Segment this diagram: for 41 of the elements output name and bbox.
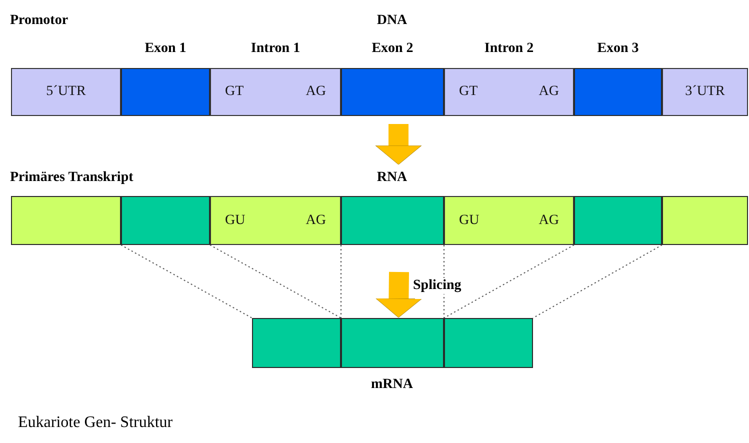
exon-block <box>574 196 662 245</box>
section-label: RNA <box>376 170 408 186</box>
sequence-label: 3´UTR <box>684 84 726 100</box>
block-arrow <box>375 124 422 164</box>
segment-heading: Intron 2 <box>483 41 535 57</box>
utr-block <box>662 196 748 245</box>
sequence-label: GU <box>459 212 480 228</box>
block-arrow <box>376 272 422 318</box>
segment-heading: Exon 3 <box>596 41 640 57</box>
sequence-label: AG <box>306 212 326 228</box>
dotted-line <box>532 244 662 318</box>
sequence-label: AG <box>538 212 559 228</box>
sequence-label: AG <box>306 84 326 100</box>
utr-block <box>11 196 121 245</box>
exon-block <box>341 196 444 245</box>
sequence-label: GT <box>459 84 478 100</box>
dotted-line <box>210 244 342 318</box>
intron-block <box>210 196 341 245</box>
dotted-line <box>444 244 574 318</box>
segment-heading: Intron 1 <box>250 41 302 57</box>
section-label: Promotor <box>10 13 68 29</box>
dotted-line <box>120 244 252 318</box>
mrna-exon-block <box>444 318 533 368</box>
exon-block <box>121 196 210 245</box>
segment-heading: Exon 1 <box>144 41 188 57</box>
sequence-label: AG <box>538 84 559 100</box>
utr-block <box>662 68 748 116</box>
segment-heading: Exon 2 <box>370 41 414 57</box>
edge-label: Splicing <box>411 278 464 294</box>
sequence-label: GU <box>225 212 246 228</box>
dotted-line <box>340 244 342 318</box>
utr-block <box>11 68 121 116</box>
mrna-exon-block <box>341 318 444 368</box>
sequence-label: 5´UTR <box>45 84 87 100</box>
section-label: mRNA <box>371 377 413 393</box>
mrna-exon-block <box>252 318 341 368</box>
section-label: DNA <box>376 13 408 29</box>
section-label: Primäres Transkript <box>10 170 134 186</box>
sequence-label: GT <box>225 84 244 100</box>
intron-block <box>444 196 574 245</box>
caption: Eukariote Gen- Struktur <box>18 414 173 432</box>
